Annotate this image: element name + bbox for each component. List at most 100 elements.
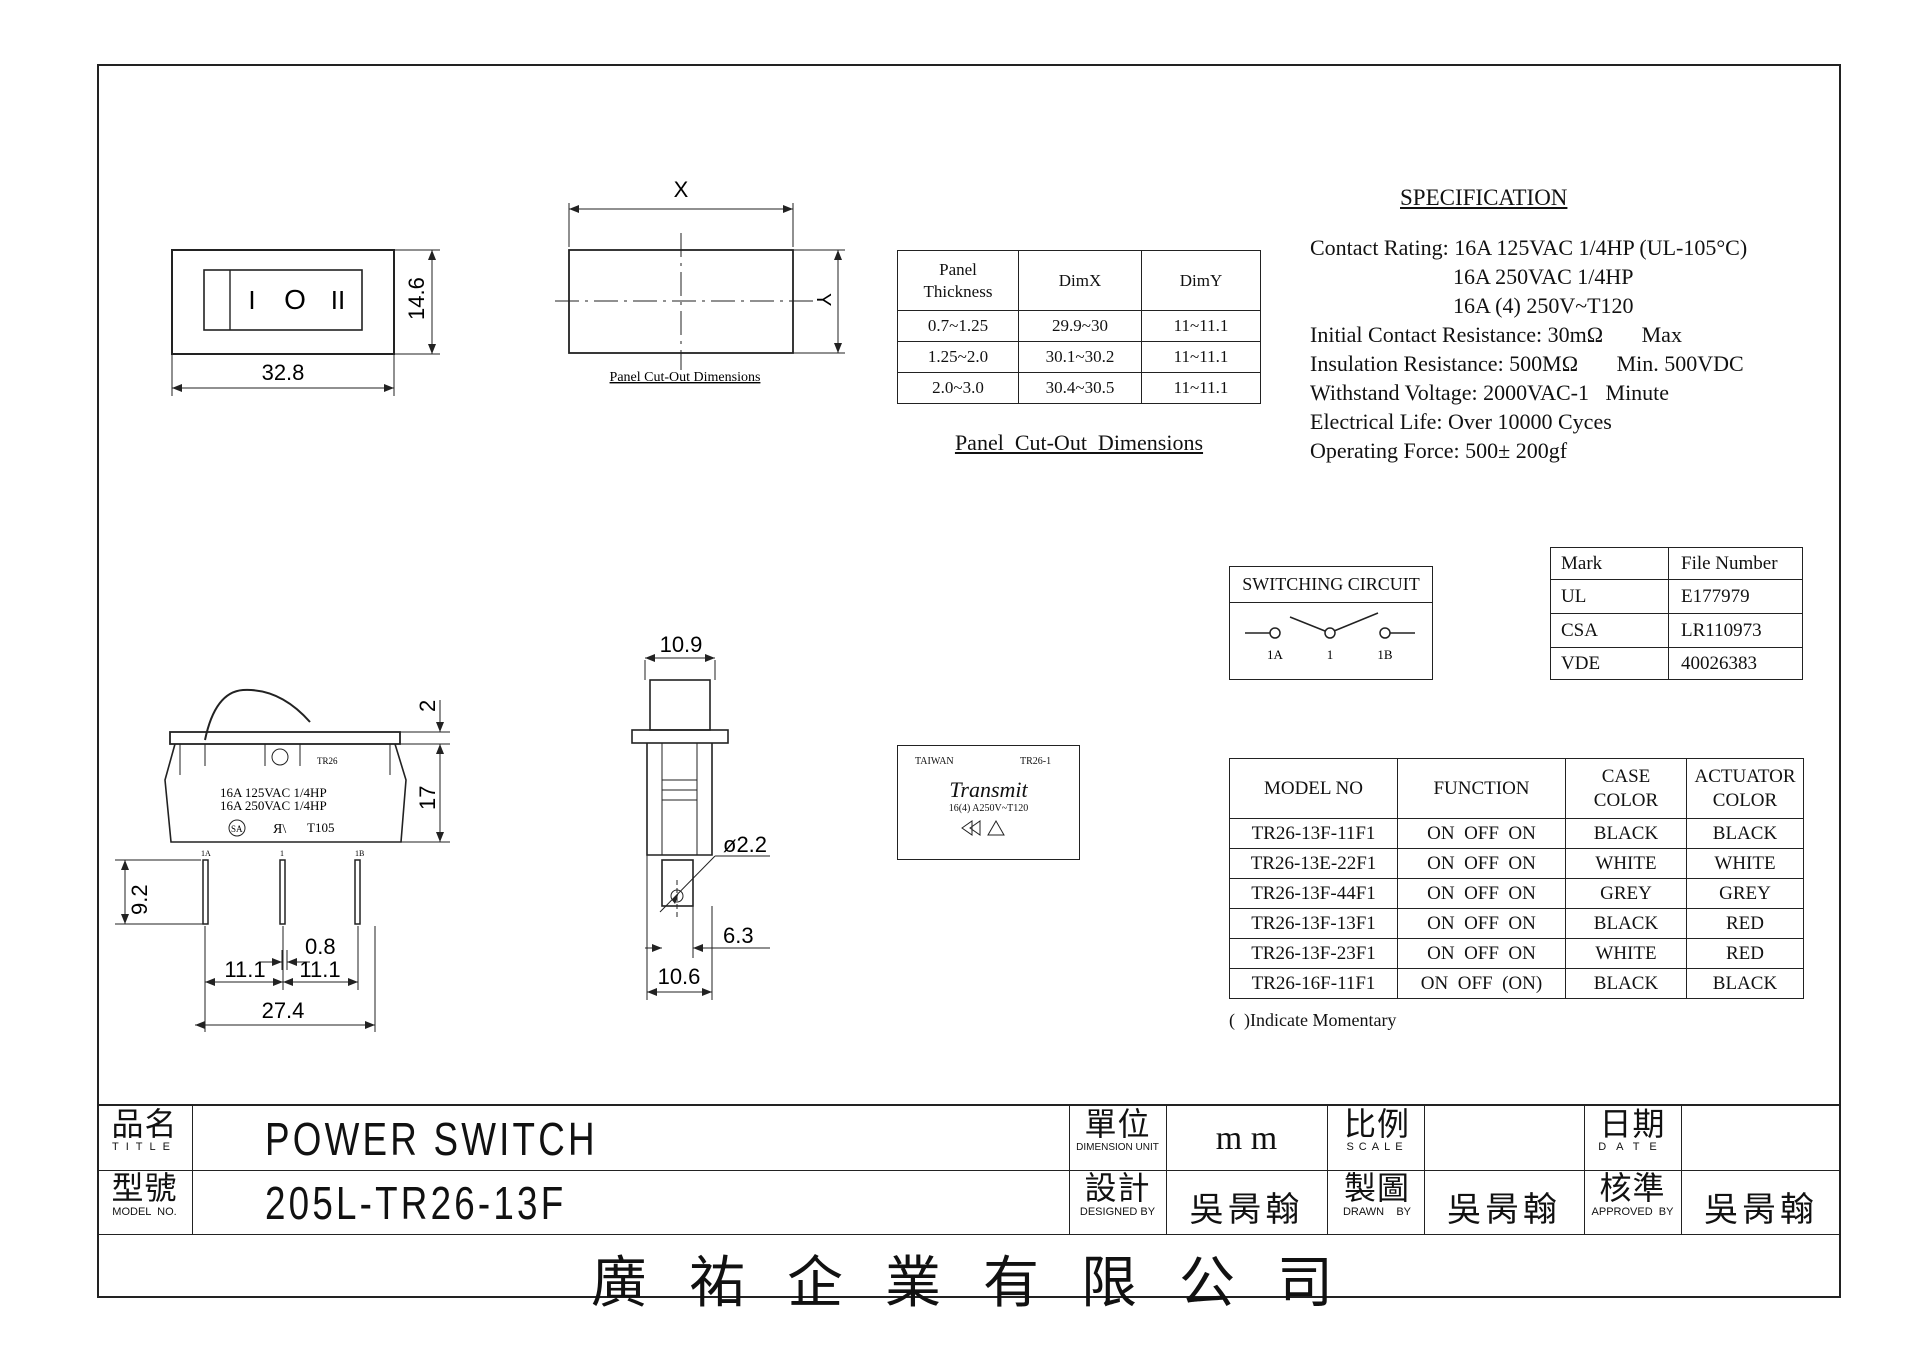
terminal-1-label: 1	[1327, 647, 1334, 662]
table-cell: WHITE	[1686, 848, 1804, 879]
table-cell: TR26-13F-23F1	[1229, 938, 1398, 969]
specification-block: Contact Rating: 16A 125VAC 1/4HP (UL-105…	[1310, 233, 1747, 465]
table-cell: 40026383	[1668, 647, 1803, 680]
cutout-table-caption: Panel Cut-Out Dimensions	[954, 430, 1204, 455]
dim-2-2: ø2.2	[723, 832, 767, 857]
model-label-en: MODEL NO.	[112, 1206, 177, 1218]
table-cell: ON OFF ON	[1397, 848, 1566, 879]
dim-27-4: 27.4	[262, 998, 305, 1023]
dim-width: 32.8	[262, 360, 305, 385]
drawn-label-zh: 製圖	[1343, 1170, 1410, 1206]
table-cell: TR26-13F-11F1	[1229, 818, 1398, 849]
title-block: 品名 TITLE POWER SWITCH 單位 DIMENSION UNIT …	[97, 1104, 1841, 1315]
end-view-drawing: 10.9 ø2.2 6.3 10.6	[631, 632, 770, 1000]
marking-line2: 16A 250VAC 1/4HP	[220, 798, 327, 813]
marking-cert1: SA	[231, 824, 243, 834]
model-value: 205L-TR26-13F	[265, 1177, 567, 1229]
table-cell: ON OFF ON	[1397, 878, 1566, 909]
table-cell: 0.7~1.25	[897, 310, 1019, 342]
symbol-on: I	[248, 285, 255, 315]
symbol-off: O	[284, 284, 306, 315]
table-cell: BLACK	[1565, 908, 1687, 939]
table-cell: UL	[1550, 579, 1669, 614]
table-cell: ON OFF ON	[1397, 938, 1566, 969]
dim-10-6: 10.6	[658, 964, 701, 989]
dim-10-9: 10.9	[660, 632, 703, 657]
label-cert-marks	[961, 819, 1005, 836]
label-country: TAIWAN	[915, 756, 954, 767]
table-cell: WHITE	[1565, 848, 1687, 879]
table-cell: 11~11.1	[1141, 341, 1261, 373]
table-cell: 30.1~30.2	[1018, 341, 1142, 373]
model-header-case: CASE COLOR	[1565, 758, 1687, 819]
cutout-y-label: Y	[812, 293, 834, 306]
side-view-drawing: TR26 16A 125VAC 1/4HP 16A 250VAC 1/4HP S…	[115, 688, 450, 1032]
symbol-on2: II	[331, 285, 345, 315]
table-cell: TR26-13E-22F1	[1229, 848, 1398, 879]
top-view-drawing: I O II 14.6 32.8	[171, 249, 440, 396]
model-table: MODEL NO FUNCTION CASE COLOR ACTUATOR CO…	[1229, 758, 1804, 999]
spec-line: Electrical Life: Over 10000 Cyces	[1310, 409, 1612, 434]
table-cell: 30.4~30.5	[1018, 372, 1142, 404]
approved-label: 核準 APPROVED BY	[1584, 1172, 1681, 1218]
marking-model: TR26	[317, 756, 338, 766]
terminal-1b: 1B	[355, 849, 364, 858]
marking-line1: 16A 125VAC 1/4HP	[220, 785, 327, 800]
table-cell: BLACK	[1686, 818, 1804, 849]
table-cell: VDE	[1550, 647, 1669, 680]
marking-code: T105	[307, 820, 334, 835]
spec-line: Initial Contact Resistance: 30mΩ Max	[1310, 322, 1682, 347]
approved-label-en: APPROVED BY	[1591, 1206, 1674, 1218]
table-cell: 2.0~3.0	[897, 372, 1019, 404]
dim-6-3: 6.3	[723, 923, 754, 948]
label-model: TR26-1	[1020, 756, 1052, 767]
model-label: 型號 MODEL NO.	[97, 1172, 192, 1218]
switching-circuit-box: SWITCHING CIRCUIT 1A 1 1B	[1229, 566, 1433, 680]
marking-cert2: Я\	[273, 822, 286, 837]
switching-circuit-diagram: 1A 1 1B	[1245, 612, 1415, 662]
model-header-model: MODEL NO	[1229, 758, 1398, 819]
label-brand: Transmit	[949, 777, 1028, 802]
table-cell: RED	[1686, 908, 1804, 939]
cutout-header-dimy: DimY	[1141, 250, 1261, 311]
terminal-1b-label: 1B	[1377, 647, 1393, 662]
table-cell: ON OFF (ON)	[1397, 968, 1566, 999]
table-cell: BLACK	[1686, 968, 1804, 999]
table-cell: ON OFF ON	[1397, 818, 1566, 849]
dim-9-2: 9.2	[127, 884, 152, 915]
dim-17: 17	[415, 786, 440, 810]
designed-value: 吳昺翰	[1189, 1192, 1304, 1229]
table-cell: 1.25~2.0	[897, 341, 1019, 373]
spec-line: 16A (4) 250V~T120	[1310, 293, 1634, 318]
designed-label-zh: 設計	[1084, 1170, 1151, 1206]
table-cell: WHITE	[1565, 938, 1687, 969]
table-cell: RED	[1686, 938, 1804, 969]
table-cell: 11~11.1	[1141, 372, 1261, 404]
unit-value: m m	[1215, 1120, 1278, 1157]
spec-line: Operating Force: 500± 200gf	[1310, 438, 1568, 463]
approved-label-zh: 核準	[1599, 1170, 1666, 1206]
table-cell: 11~11.1	[1141, 310, 1261, 342]
terminal-1a: 1A	[201, 849, 211, 858]
product-label: TAIWAN TR26-1 Transmit 16(4) A250V~T120	[897, 745, 1080, 860]
terminal-1: 1	[280, 849, 284, 858]
scale-label-zh: 比例	[1343, 1106, 1410, 1142]
table-cell: ON OFF ON	[1397, 908, 1566, 939]
drawn-label-en: DRAWN BY	[1342, 1206, 1412, 1218]
spec-line: Insulation Resistance: 500MΩ Min. 500VDC	[1310, 351, 1744, 376]
dim-11-1-right: 11.1	[299, 957, 340, 982]
table-cell: 29.9~30	[1018, 310, 1142, 342]
dim-11-1-left: 11.1	[224, 957, 265, 982]
label-rating: 16(4) A250V~T120	[948, 803, 1029, 814]
terminal-1a-label: 1A	[1267, 647, 1284, 662]
cutout-header-dimx: DimX	[1018, 250, 1142, 311]
dim-2: 2	[415, 700, 440, 712]
company-name: 廣 祐 企 業 有 限 公 司	[591, 1253, 1347, 1315]
title-value: POWER SWITCH	[265, 1113, 598, 1165]
switching-circuit-title: SWITCHING CIRCUIT	[1230, 567, 1432, 603]
table-cell: E177979	[1668, 579, 1803, 614]
spec-line: Withstand Voltage: 2000VAC-1 Minute	[1310, 380, 1670, 405]
date-label-en: DATE	[1598, 1141, 1667, 1153]
